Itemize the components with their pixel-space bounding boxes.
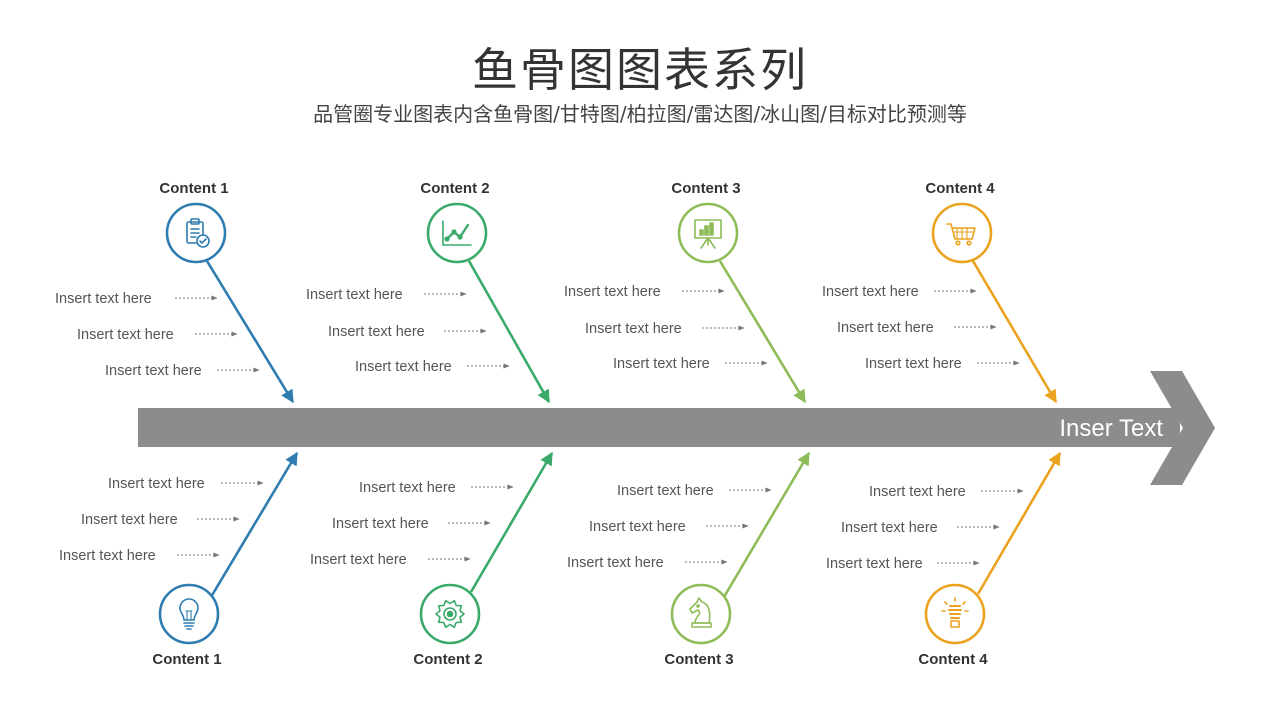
branch-item-text: Insert text here [589,519,686,535]
branch-label: Content 2 [413,651,482,668]
branch-line [467,260,551,404]
branch-item-text: Insert text here [108,476,205,492]
branch-item-text: Insert text here [81,512,178,528]
presentation-board-icon [694,219,722,249]
spine-arrowhead [1150,371,1215,485]
spine-bar [138,408,1180,447]
branch-item-text: Insert text here [841,520,938,536]
clipboard-check-icon [186,218,210,248]
branch-item-text: Insert text here [617,483,714,499]
page-subtitle: 品管圈专业图表内含鱼骨图/甘特图/柏拉图/雷达图/冰山图/目标对比预测等 [313,102,967,126]
branch-item-text: Insert text here [77,327,174,343]
page-title: 鱼骨图图表系列 [472,43,808,97]
branch-item-text: Insert text here [869,484,966,500]
branch-item-text: Insert text here [328,324,425,340]
branch-item-text: Insert text here [310,552,407,568]
branch-line [209,451,299,598]
spine-label: Inser Text [1059,415,1163,442]
branch-item-text: Insert text here [105,363,202,379]
branch-line [469,451,554,593]
branch-label: Content 3 [671,180,740,197]
branch-label: Content 3 [664,651,733,668]
branch-label: Content 1 [159,180,228,197]
branch-item-text: Insert text here [332,516,429,532]
branch-circle [158,583,220,645]
shopping-cart-icon [946,223,976,246]
branch-line [722,451,811,598]
branch-label: Content 1 [152,651,221,668]
branch-item-text: Insert text here [837,320,934,336]
branch-item-text: Insert text here [567,555,664,571]
branch-item-text: Insert text here [306,287,403,303]
branch-item-text: Insert text here [59,548,156,564]
branch-line [976,451,1062,595]
branch-circle [670,583,732,645]
branch-item-text: Insert text here [55,291,152,307]
line-chart-icon [442,220,472,246]
energy-bulb-icon [941,597,969,628]
branch-item-text: Insert text here [585,321,682,337]
branch-label: Content 4 [925,180,995,197]
branch-item-text: Insert text here [355,359,452,375]
branch-label: Content 4 [918,651,988,668]
branch-item-text: Insert text here [613,356,710,372]
branch-line [718,260,807,404]
branch-line [971,260,1058,404]
branch-item-text: Insert text here [359,480,456,496]
branch-item-text: Insert text here [822,284,919,300]
chess-knight-icon [689,597,712,628]
branch-item-text: Insert text here [865,356,962,372]
branch-item-text: Insert text here [826,556,923,572]
gear-icon [435,599,465,629]
branch-item-text: Insert text here [564,284,661,300]
light-bulb-icon [179,598,199,630]
branch-label: Content 2 [420,180,489,197]
branch-line [205,260,295,404]
